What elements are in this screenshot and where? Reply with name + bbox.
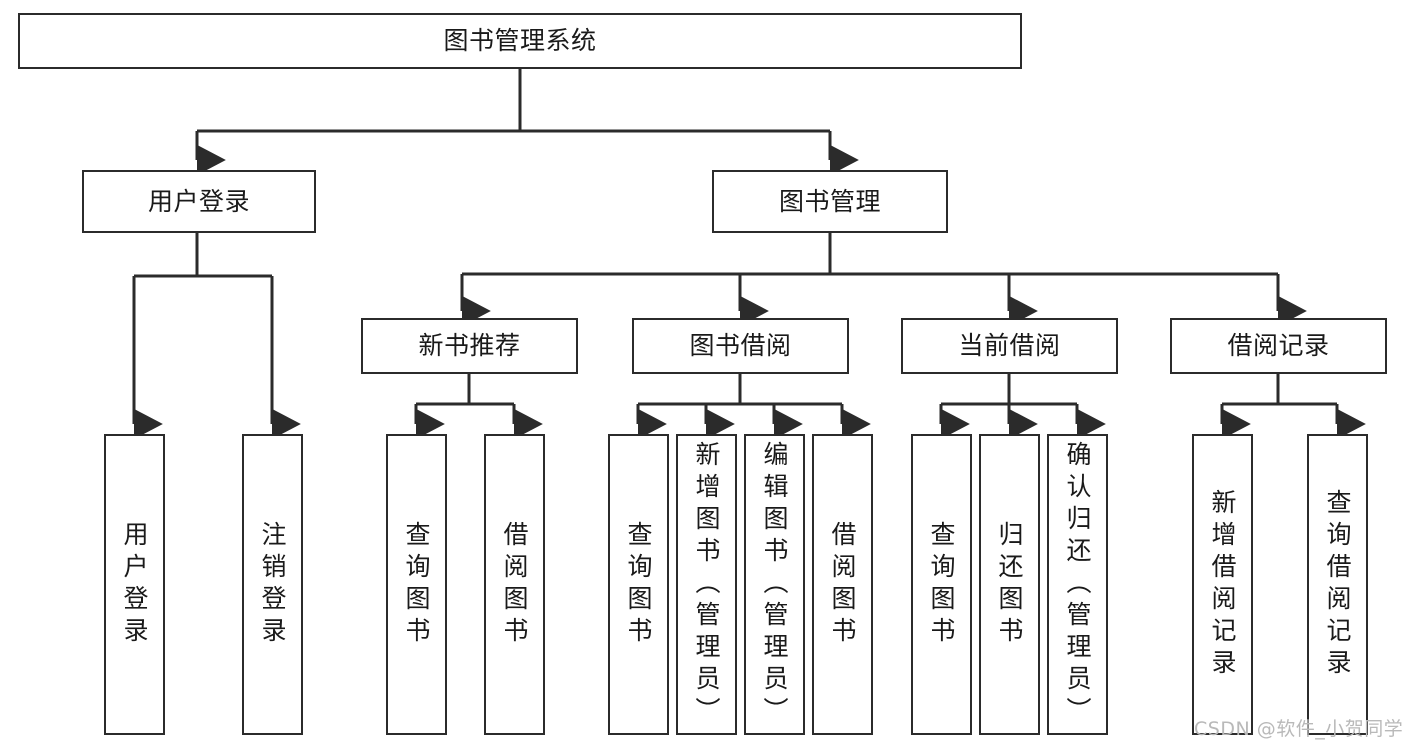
node-book-management[interactable]: 图书管理 [712,170,948,233]
node-user-login[interactable]: 用户登录 [82,170,316,233]
node-label: 借阅记录 [1227,331,1330,360]
node-current-borrow[interactable]: 当前借阅 [901,318,1118,374]
node-label: 归还图书 [995,520,1024,649]
node-label: 新增借阅记录 [1208,488,1237,681]
node-leaf-borrow-book[interactable]: 借阅图书 [812,434,873,735]
node-label: 用户登录 [120,520,149,649]
node-leaf-logout-login[interactable]: 注销登录 [242,434,303,735]
node-leaf-user-login[interactable]: 用户登录 [104,434,165,735]
node-label: 借阅图书 [828,520,857,649]
node-label: 当前借阅 [958,331,1061,360]
node-leaf-add-book[interactable]: 新增图书（管理员） [676,434,737,735]
node-leaf-borrow-book-recommend[interactable]: 借阅图书 [484,434,545,735]
node-new-book-recommend[interactable]: 新书推荐 [361,318,578,374]
node-leaf-edit-book[interactable]: 编辑图书（管理员） [744,434,805,735]
csdn-watermark: CSDN @软件_小贺同学 [1194,718,1404,740]
node-leaf-query-book-current[interactable]: 查询图书 [911,434,972,735]
node-label: 新增图书（管理员） [692,440,721,729]
node-leaf-return-book[interactable]: 归还图书 [979,434,1040,735]
node-leaf-add-borrow-record[interactable]: 新增借阅记录 [1192,434,1253,735]
node-label: 查询图书 [402,520,431,649]
node-leaf-confirm-return[interactable]: 确认归还（管理员） [1047,434,1108,735]
node-label: 查询图书 [624,520,653,649]
node-label: 编辑图书（管理员） [760,440,789,729]
node-label: 用户登录 [147,186,250,216]
node-label: 查询图书 [927,520,956,649]
node-leaf-query-borrow-record[interactable]: 查询借阅记录 [1307,434,1368,735]
node-label: 注销登录 [258,520,287,649]
node-label: 图书管理系统 [443,26,597,55]
node-label: 查询借阅记录 [1323,488,1352,681]
node-label: 确认归还（管理员） [1063,440,1092,729]
node-leaf-query-book-recommend[interactable]: 查询图书 [386,434,447,735]
node-label: 新书推荐 [418,331,521,360]
node-borrow-record[interactable]: 借阅记录 [1170,318,1387,374]
node-label: 图书借阅 [689,331,792,360]
node-root-system[interactable]: 图书管理系统 [18,13,1022,69]
node-leaf-query-book-borrow[interactable]: 查询图书 [608,434,669,735]
node-book-borrow[interactable]: 图书借阅 [632,318,849,374]
node-label: 图书管理 [778,186,881,216]
node-label: 借阅图书 [500,520,529,649]
